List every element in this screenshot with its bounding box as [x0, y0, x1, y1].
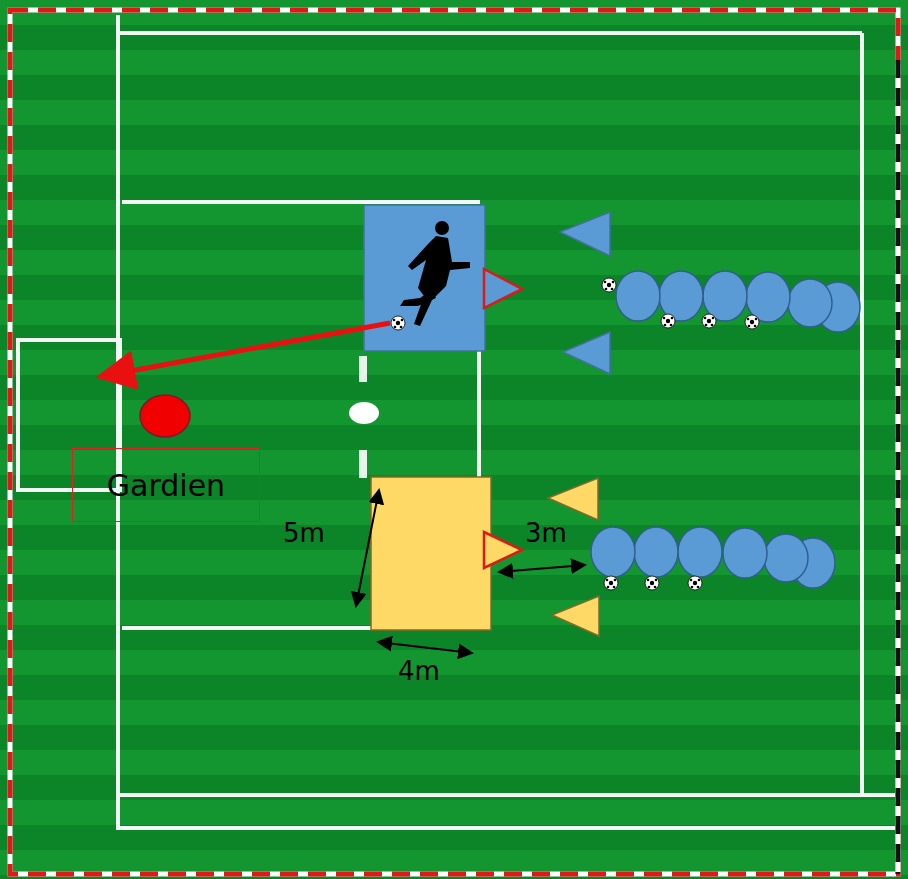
dimension-label: 3m [525, 518, 567, 548]
dimension-label: 5m [283, 518, 325, 548]
dimension-label: 4m [398, 656, 440, 686]
label-box: Gardien [72, 448, 260, 522]
box-text: Gardien [107, 468, 225, 503]
